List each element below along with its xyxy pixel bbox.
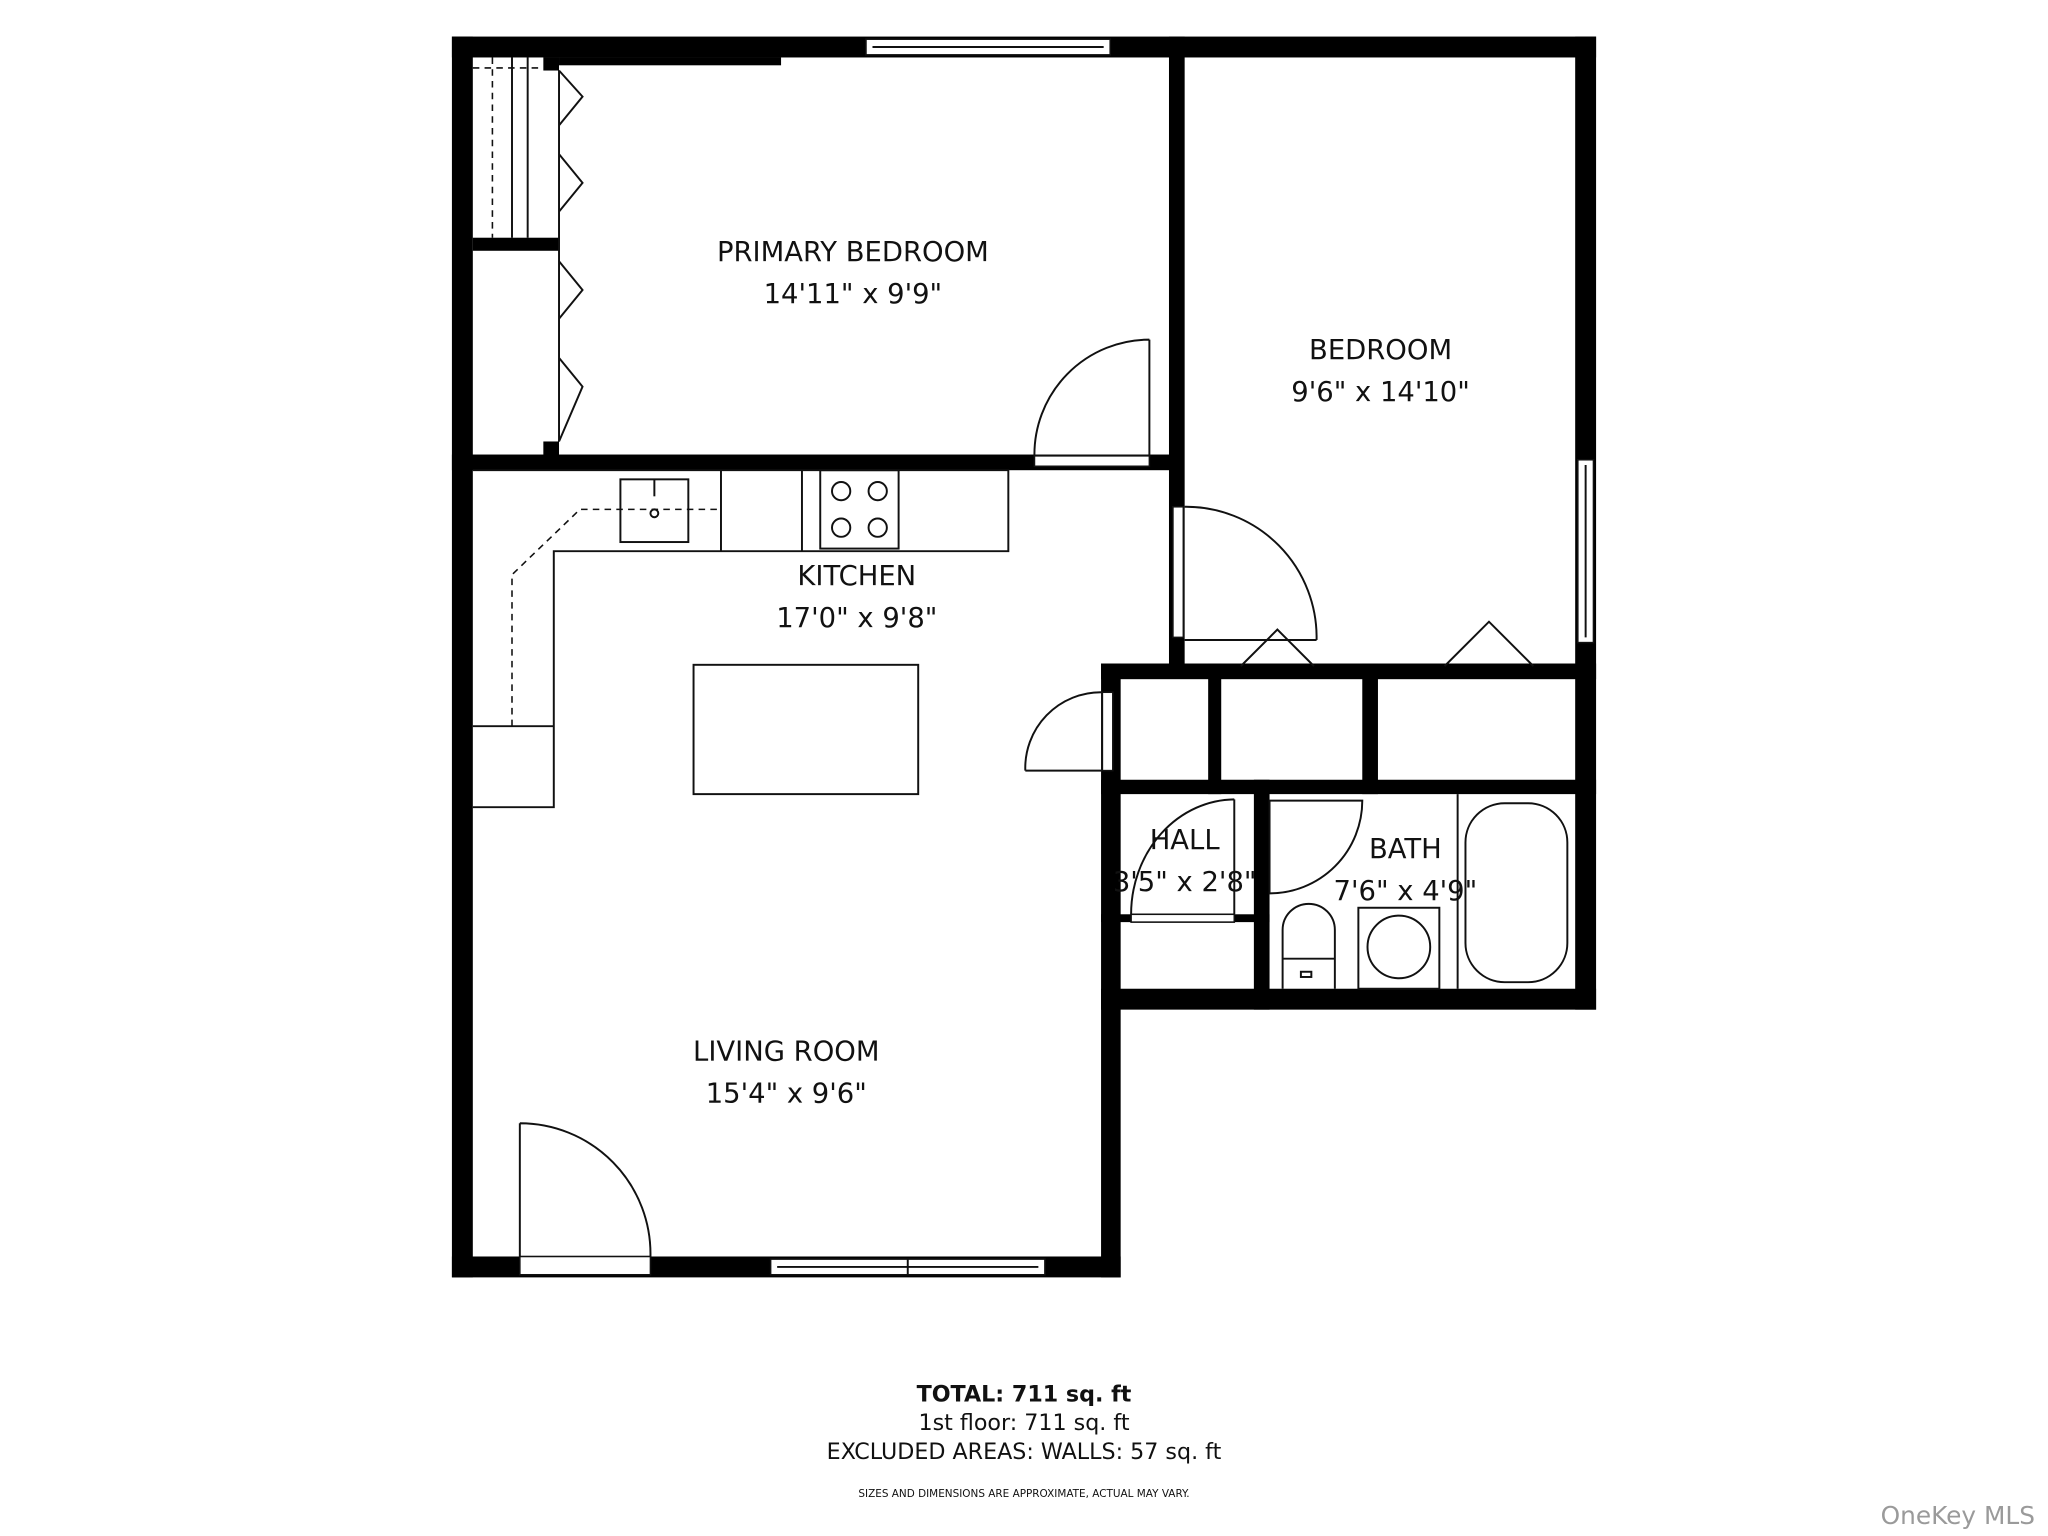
room-name-kitchen: KITCHEN: [797, 561, 916, 592]
area-summary: TOTAL: 711 sq. ft 1st floor: 711 sq. ft …: [827, 1381, 1222, 1499]
watermark: OneKey MLS: [1881, 1501, 2035, 1530]
windows: [769, 38, 1595, 1276]
room-name-living-room: LIVING ROOM: [693, 1037, 879, 1068]
room-name-bedroom: BEDROOM: [1309, 335, 1452, 366]
excluded-area: EXCLUDED AREAS: WALLS: 57 sq. ft: [827, 1439, 1222, 1465]
room-name-primary-bedroom: PRIMARY BEDROOM: [717, 237, 989, 268]
room-labels: PRIMARY BEDROOM 14'11" x 9'9" BEDROOM 9'…: [693, 237, 1477, 1109]
disclaimer: SIZES AND DIMENSIONS ARE APPROXIMATE, AC…: [858, 1488, 1189, 1500]
fixtures: [472, 57, 1569, 990]
room-size-hall: 3'5" x 2'8": [1113, 867, 1257, 898]
room-name-hall: HALL: [1150, 825, 1221, 856]
total-area: TOTAL: 711 sq. ft: [917, 1381, 1132, 1407]
room-size-bath: 7'6" x 4'9": [1334, 876, 1478, 907]
room-size-living-room: 15'4" x 9'6": [706, 1078, 867, 1109]
room-size-primary-bedroom: 14'11" x 9'9": [764, 279, 943, 310]
room-name-bath: BATH: [1369, 834, 1442, 865]
doors: [518, 69, 1535, 1276]
room-size-bedroom: 9'6" x 14'10": [1291, 377, 1470, 408]
walls: [451, 36, 1597, 1278]
floor-area: 1st floor: 711 sq. ft: [918, 1410, 1129, 1436]
room-size-kitchen: 17'0" x 9'8": [776, 603, 937, 634]
